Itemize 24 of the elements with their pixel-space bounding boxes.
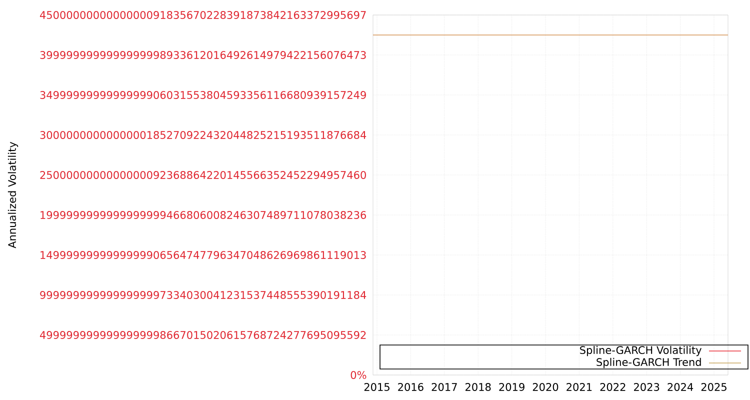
tick-label: 4999999999999999998667015020615768724277695095592 xyxy=(40,331,366,339)
tick-label: 2022 xyxy=(600,383,626,391)
tick-label: 2017 xyxy=(432,383,457,391)
tick-label: 2021 xyxy=(566,383,592,391)
tick-label: 2020 xyxy=(532,383,558,391)
tick-label: 2019 xyxy=(499,383,524,391)
tick-label: 4500000000000000091835670228391873842163372995697 xyxy=(40,11,366,19)
tick-label: 2023 xyxy=(634,383,660,391)
tick-label: 2500000000000000092368864220145566352452294957460 xyxy=(40,171,366,179)
tick-label: 2024 xyxy=(668,383,694,391)
tick-label: 3000000000000000185270922432044825215193511876684 xyxy=(40,131,366,139)
tick-label: 3499999999999999906031553804593356116680939157249 xyxy=(40,91,366,99)
tick-label: 0% xyxy=(350,371,366,379)
tick-label: 2015 xyxy=(364,383,390,391)
tick-label: 1999999999999999999466806008246307489711078038236 xyxy=(40,211,366,219)
tick-label: 1499999999999999906564747796347048626969861119013 xyxy=(40,251,366,259)
tick-label: 2018 xyxy=(466,383,491,391)
tick-label: 2016 xyxy=(398,383,424,391)
tick-label: 9999999999999999997334030041231537448555390191184 xyxy=(40,291,366,299)
axis-title: Annualized Volatility xyxy=(8,142,18,248)
tick-label: 3999999999999999998933612016492614979422156076473 xyxy=(40,51,366,59)
legend-label: Spline-GARCH Trend xyxy=(596,358,701,368)
tick-label: 2025 xyxy=(701,383,726,391)
legend-label: Spline-GARCH Volatility xyxy=(580,346,702,356)
